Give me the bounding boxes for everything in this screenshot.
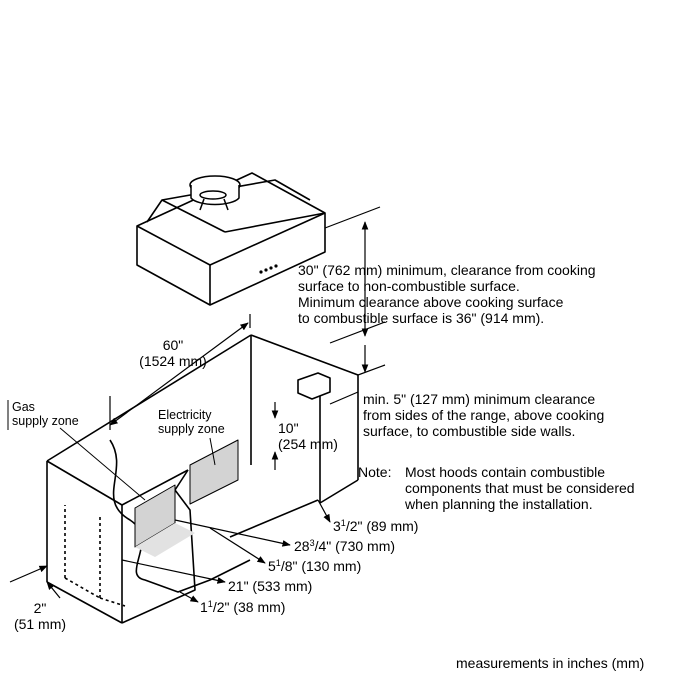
hood-buttons [259,264,278,274]
dim-3-5-label: 31/2" (89 mm) [333,518,419,534]
hood-duct-collar [189,175,241,211]
gas-supply-zone [134,484,195,557]
note-text: Most hoods contain combustible component… [405,464,635,512]
dim-5-side [329,345,386,405]
dim-1-5-label: 11/2" (38 mm) [200,599,286,615]
dim-60 [109,314,251,430]
electricity-supply-zone [189,439,239,505]
dim-21-label: 21" (533 mm) [228,578,313,594]
range-hood [136,172,326,306]
gas-zone-label: Gas supply zone [12,400,79,428]
dim-lower-leaders [9,499,331,603]
measurements-footer: measurements in inches (mm) [456,655,645,671]
side-wall-bracket [297,372,331,400]
dim-28-75-label: 283/4" (730 mm) [294,538,396,554]
range-outline [109,439,319,593]
width-dimension-label: 60" (1524 mm) [139,337,207,369]
hood-clearance-label: 30" (762 mm) minimum, clearance from coo… [298,262,596,326]
dim-2-label: 2" (51 mm) [13,600,67,632]
zone-height-label: 10" (254 mm) [278,420,338,452]
electricity-zone-label: Electricity supply zone [158,408,225,436]
note-prefix: Note: [358,464,392,480]
dim-5-125-label: 51/8" (130 mm) [268,558,362,574]
dim-30-vertical [324,206,386,344]
wall-cutout [64,469,196,624]
zone-leaders [7,400,216,501]
side-clearance-label: min. 5" (127 mm) minimum clearance from … [363,391,605,439]
